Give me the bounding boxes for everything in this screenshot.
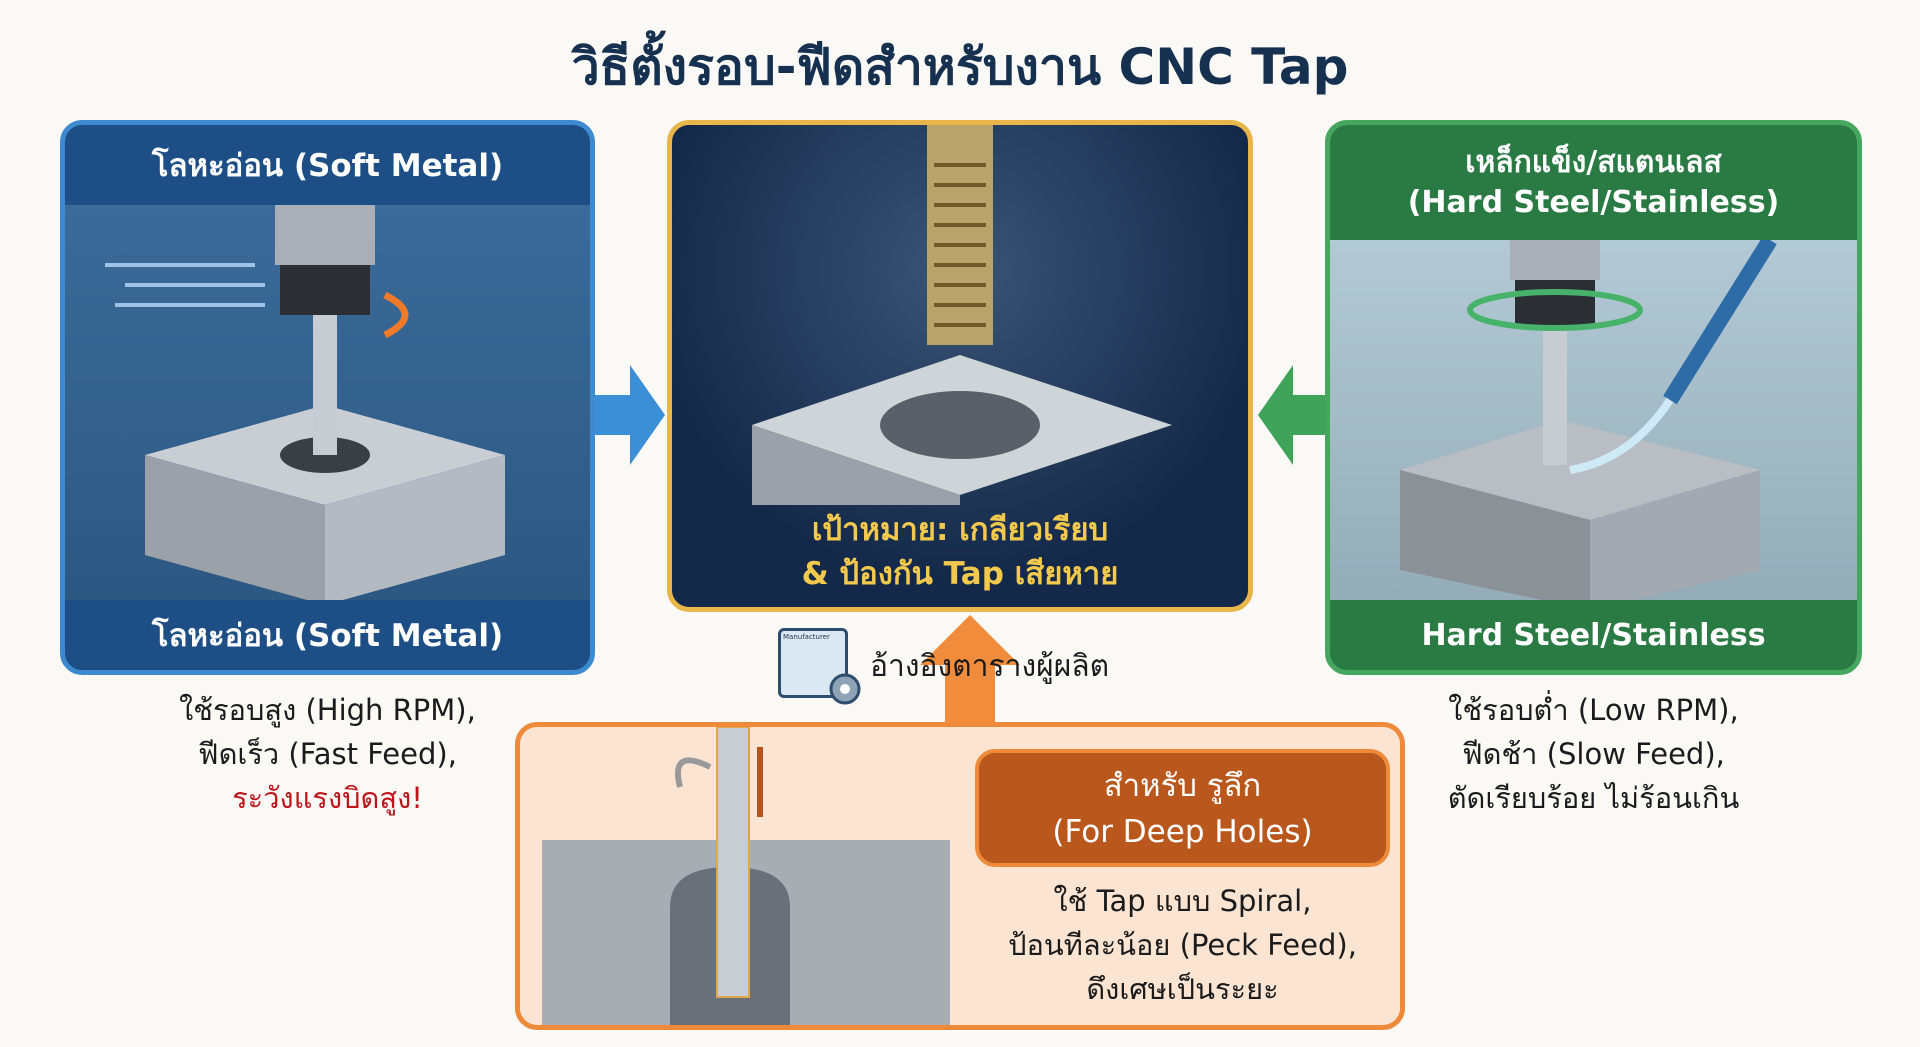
soft-metal-header: โลหะอ่อน (Soft Metal) (65, 125, 590, 205)
deep-holes-panel: สำหรับ รูลึก (For Deep Holes) ใช้ Tap แบ… (515, 722, 1405, 1030)
goal-text: เป้าหมาย: เกลียวเรียบ & ป้องกัน Tap เสีย… (672, 508, 1248, 596)
hard-steel-header-th: เหล็กแข็ง/สแตนเลส (1465, 144, 1722, 180)
hard-steel-line-3: ตัดเรียบร้อย ไม่ร้อนเกิน (1447, 781, 1740, 815)
tap-threaded-hole-illustration (752, 125, 1172, 505)
goal-panel: เป้าหมาย: เกลียวเรียบ & ป้องกัน Tap เสีย… (667, 120, 1253, 612)
deep-holes-line-2: ป้อนทีละน้อย (Peck Feed), (1008, 928, 1357, 962)
manufacturer-chart-icon: Manufacturer (778, 628, 861, 705)
reference-text: อ้างอิงตารางผู้ผลิต (870, 649, 1110, 684)
gear-icon (829, 673, 861, 705)
hard-steel-footer: Hard Steel/Stainless (1330, 600, 1857, 670)
hard-steel-line-2: ฟีดช้า (Slow Feed), (1462, 737, 1725, 771)
hard-steel-caption: ใช้รอบต่ำ (Low RPM), ฟีดช้า (Slow Feed),… (1325, 688, 1862, 820)
page-title: วิธีตั้งรอบ-ฟีดสำหรับงาน CNC Tap (571, 38, 1349, 96)
soft-metal-warning: ระวังแรงบิดสูง! (232, 781, 423, 815)
soft-metal-panel: โลหะอ่อน (Soft Metal) โลหะอ่อน (Soft Met… (60, 120, 595, 675)
green-arrow-left-icon (1258, 365, 1328, 465)
soft-metal-line-1: ใช้รอบสูง (High RPM), (179, 693, 476, 727)
goal-line-2: & ป้องกัน Tap เสียหาย (801, 556, 1119, 592)
blue-arrow-right-icon (595, 365, 665, 465)
manufacturer-icon-label: Manufacturer (783, 633, 830, 641)
hard-steel-header-en: (Hard Steel/Stainless) (1407, 184, 1780, 220)
deep-holes-line-3: ดึงเศษเป็นระยะ (1086, 972, 1279, 1006)
hard-steel-line-1: ใช้รอบต่ำ (Low RPM), (1448, 693, 1739, 727)
soft-metal-tapping-illustration (105, 205, 505, 605)
hard-steel-header: เหล็กแข็ง/สแตนเลส (Hard Steel/Stainless) (1330, 125, 1857, 240)
spiral-tap-deep-hole-illustration (542, 727, 950, 1025)
soft-metal-caption: ใช้รอบสูง (High RPM), ฟีดเร็ว (Fast Feed… (60, 688, 595, 820)
deep-holes-caption: ใช้ Tap แบบ Spiral, ป้อนทีละน้อย (Peck F… (965, 879, 1400, 1011)
deep-holes-label-en: (For Deep Holes) (1052, 814, 1313, 850)
deep-holes-label: สำหรับ รูลึก (For Deep Holes) (975, 749, 1390, 867)
soft-metal-line-2: ฟีดเร็ว (Fast Feed), (198, 737, 457, 771)
goal-line-1: เป้าหมาย: เกลียวเรียบ (811, 512, 1109, 548)
hard-steel-panel: เหล็กแข็ง/สแตนเลส (Hard Steel/Stainless)… (1325, 120, 1862, 675)
soft-metal-footer: โลหะอ่อน (Soft Metal) (65, 600, 590, 670)
orange-arrow-up-icon (920, 615, 1020, 725)
deep-holes-line-1: ใช้ Tap แบบ Spiral, (1053, 884, 1312, 918)
hard-steel-tapping-illustration (1400, 240, 1777, 610)
deep-holes-label-th: สำหรับ รูลึก (1103, 768, 1262, 804)
